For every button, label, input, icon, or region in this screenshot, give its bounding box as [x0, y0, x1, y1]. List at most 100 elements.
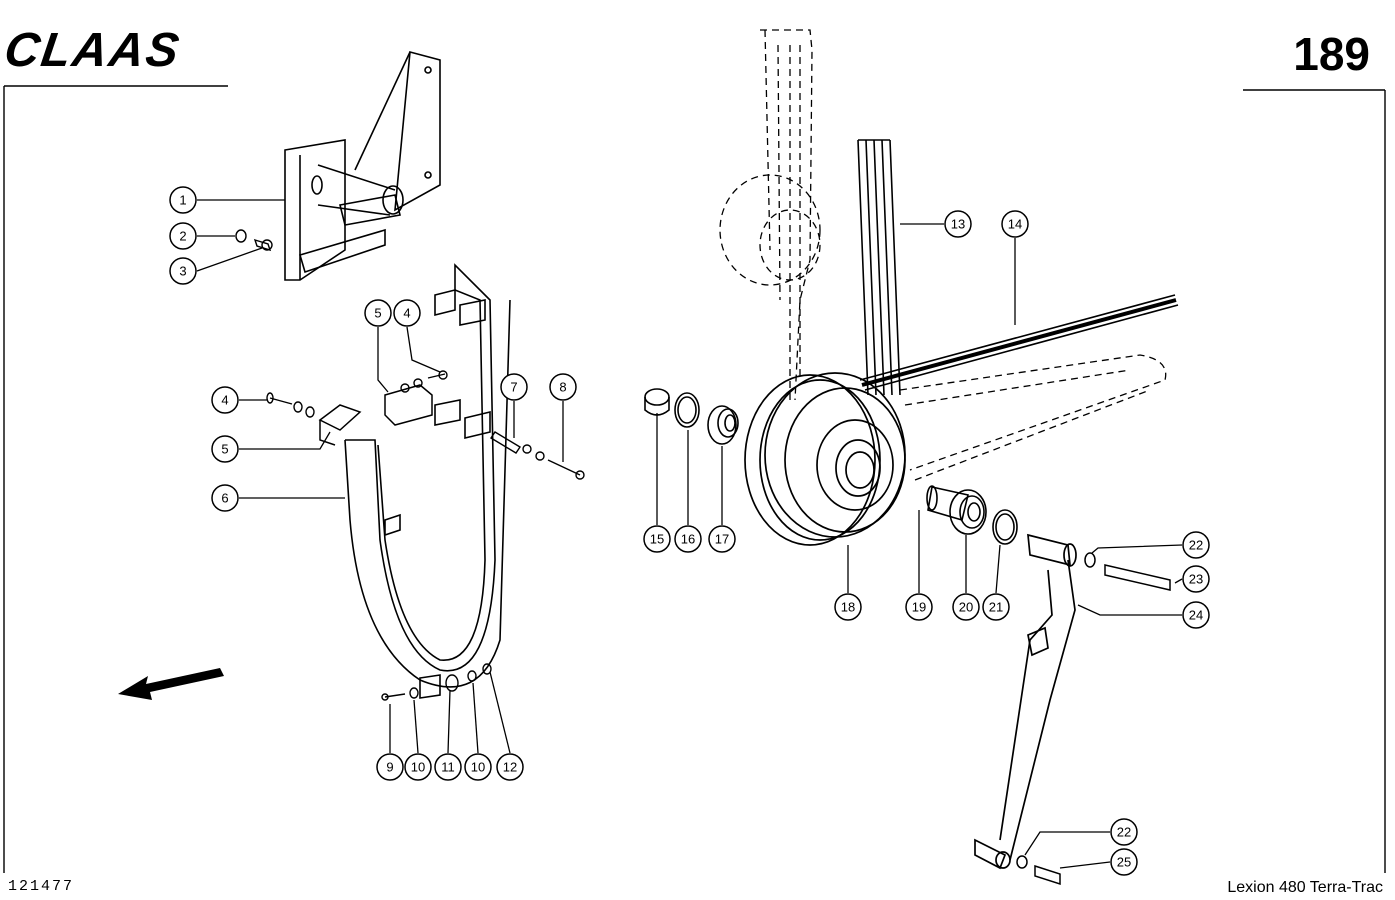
callout-leader — [406, 326, 441, 373]
callout-c15: 15 — [643, 413, 671, 553]
callout-number: 10 — [471, 760, 485, 775]
callout-c18: 18 — [834, 545, 862, 621]
callout-c22b: 22 — [1024, 818, 1138, 856]
callout-c20: 20 — [952, 535, 980, 621]
callout-circle — [500, 373, 528, 401]
callout-leader — [472, 682, 479, 754]
callout-number: 18 — [841, 600, 855, 615]
callout-circle — [1110, 848, 1138, 876]
model-name: Lexion 480 Terra-Trac — [1227, 879, 1383, 896]
callout-number: 7 — [510, 380, 517, 395]
bolts-22-25 — [1016, 552, 1171, 886]
tensioner-arm — [974, 533, 1077, 870]
callout-circle — [169, 257, 197, 285]
callout-circle — [404, 753, 432, 781]
callout-circle — [211, 386, 239, 414]
callout-circle — [674, 525, 702, 553]
callout-circle — [982, 593, 1010, 621]
callout-c19: 19 — [905, 510, 933, 621]
drawing-number: 121477 — [8, 878, 74, 895]
callout-circle — [496, 753, 524, 781]
callout-leader — [377, 327, 389, 393]
callout-circle — [708, 525, 736, 553]
callout-circle — [1001, 210, 1029, 238]
callout-c22a: 22 — [1091, 531, 1210, 559]
callout-c13: 13 — [900, 210, 972, 238]
callout-number: 17 — [715, 532, 729, 547]
callout-number: 1 — [179, 193, 186, 208]
callout-c8: 8 — [549, 373, 577, 462]
callout-circle — [549, 373, 577, 401]
callout-number: 12 — [503, 760, 517, 775]
callout-number: 11 — [441, 760, 455, 775]
callout-c11: 11 — [434, 689, 462, 781]
callout-leader — [1024, 831, 1110, 856]
direction-arrow-icon — [118, 668, 224, 700]
callout-leader — [1091, 544, 1183, 554]
callout-c16: 16 — [674, 430, 702, 553]
callout-circle — [169, 222, 197, 250]
callout-leader — [1077, 604, 1182, 616]
callout-number: 23 — [1189, 572, 1203, 587]
callout-number: 8 — [559, 380, 566, 395]
callout-circle — [643, 525, 671, 553]
callout-number: 22 — [1189, 538, 1203, 553]
callout-leader — [1059, 861, 1111, 869]
callout-c24: 24 — [1077, 601, 1210, 629]
callout-c14: 14 — [1001, 210, 1029, 325]
bearings-and-rings — [644, 388, 1018, 545]
callout-number: 19 — [912, 600, 926, 615]
callout-c21: 21 — [982, 544, 1010, 621]
brand-logo: CLAAS — [1, 23, 184, 77]
callout-number: 24 — [1189, 608, 1203, 623]
callout-c5a: 5 — [364, 299, 392, 393]
callout-c7: 7 — [500, 373, 528, 438]
callout-c1: 1 — [169, 186, 285, 214]
callout-circle — [169, 186, 197, 214]
callout-circle — [1182, 531, 1210, 559]
callout-c10a: 10 — [404, 699, 432, 781]
callout-number: 21 — [989, 600, 1003, 615]
callout-c4b: 4 — [211, 386, 268, 414]
callout-leader — [995, 544, 1001, 594]
callout-circle — [364, 299, 392, 327]
callout-leader — [489, 671, 511, 754]
callout-circle — [434, 753, 462, 781]
callout-circle — [905, 593, 933, 621]
u-strap — [344, 263, 511, 699]
callout-number: 5 — [374, 306, 381, 321]
callout-circle — [211, 435, 239, 463]
callout-number: 13 — [951, 217, 965, 232]
callout-c12: 12 — [489, 671, 524, 781]
callout-leader — [239, 431, 331, 450]
callout-number: 14 — [1008, 217, 1022, 232]
callout-leader — [1174, 578, 1183, 584]
mounting-bracket — [284, 50, 441, 281]
callout-c2: 2 — [169, 222, 235, 250]
callout-number: 22 — [1117, 825, 1131, 840]
callout-c6: 6 — [211, 484, 345, 512]
callout-number: 25 — [1117, 855, 1131, 870]
callout-c25: 25 — [1059, 848, 1138, 876]
callout-number: 5 — [221, 442, 228, 457]
callout-circle — [834, 593, 862, 621]
callout-circle — [211, 484, 239, 512]
callout-circle — [393, 299, 421, 327]
callout-circle — [952, 593, 980, 621]
drive-belts — [857, 139, 1179, 396]
callout-number: 20 — [959, 600, 973, 615]
callout-circle — [1182, 601, 1210, 629]
callout-leader — [413, 699, 419, 754]
callout-c23: 23 — [1174, 565, 1210, 593]
callout-number: 4 — [221, 393, 228, 408]
callout-number: 6 — [221, 491, 228, 506]
callout-circle — [464, 753, 492, 781]
callout-number: 15 — [650, 532, 664, 547]
callout-c17: 17 — [708, 446, 736, 553]
page-frame — [3, 85, 1386, 873]
callout-number: 16 — [681, 532, 695, 547]
callout-circle — [944, 210, 972, 238]
callout-c10b: 10 — [464, 682, 492, 781]
